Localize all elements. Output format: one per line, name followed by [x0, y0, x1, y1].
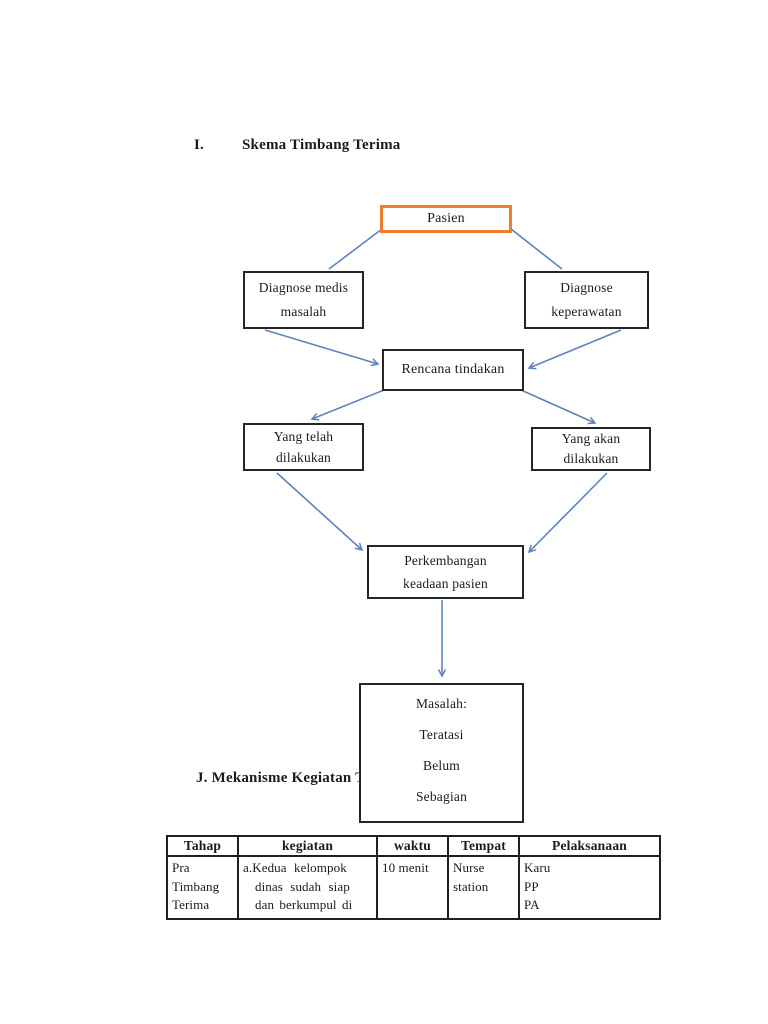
node-diagnose-medis: Diagnose medis masalah	[243, 271, 364, 329]
col-header-tempat: Tempat	[447, 835, 520, 857]
cell-tempat: Nurse station	[447, 855, 520, 920]
node-rencana-tindakan: Rencana tindakan	[382, 349, 524, 391]
col-header-kegiatan: kegiatan	[237, 835, 378, 857]
arrow-keperawatan-to-rencana	[527, 329, 622, 370]
section-heading-i: I. Skema Timbang Terima	[194, 137, 400, 154]
node-diagnose-keperawatan: Diagnose keperawatan	[524, 271, 649, 329]
cell-line: Timbang	[172, 878, 220, 894]
col-header-tahap: Tahap	[166, 835, 239, 857]
arrow-rencana-to-yang-telah	[310, 389, 385, 421]
mechanism-table: Tahap kegiatan waktu Tempat Pelaksanaan …	[166, 835, 661, 920]
cell-line: Terima	[172, 897, 210, 912]
masalah-line: Teratasi	[419, 727, 464, 742]
col-header-waktu: waktu	[376, 835, 449, 857]
node-label-line: keadaan pasien	[403, 576, 488, 591]
arrow-rencana-to-yang-akan	[520, 389, 597, 425]
node-label-line: Diagnose medis	[258, 280, 349, 295]
cell-waktu: 10 menit	[376, 855, 449, 920]
cell-tahap: Pra Timbang Terima	[166, 855, 239, 920]
col-header-pelaksanaan: Pelaksanaan	[518, 835, 661, 857]
node-perkembangan-keadaan-pasien: Perkembangan keadaan pasien	[367, 545, 524, 599]
node-label-line: Perkembangan	[404, 553, 487, 568]
node-yang-telah-dilakukan: Yang telah dilakukan	[243, 423, 364, 471]
node-yang-akan-dilakukan: Yang akan dilakukan	[531, 427, 651, 471]
node-label-line: Yang akan	[561, 431, 621, 446]
node-label-line: dilakukan	[275, 450, 332, 465]
cell-line: PA	[524, 897, 540, 912]
section-heading-j: J. Mekanisme Kegiatan T	[196, 770, 366, 786]
node-label-line: Yang telah	[273, 429, 334, 444]
cell-line: PP	[524, 878, 539, 894]
masalah-line: Belum	[423, 758, 460, 773]
cell-line: dinas sudah siap	[255, 878, 350, 894]
node-masalah: Masalah: Teratasi Belum Sebagian	[359, 683, 524, 823]
cell-line: Pra	[172, 860, 190, 875]
cell-line: a.Kedua kelompok	[243, 860, 347, 875]
line-pasien-to-diagnose-keperawatan	[510, 228, 563, 270]
masalah-line: Sebagian	[415, 789, 468, 804]
node-label-line: Diagnose	[560, 280, 613, 295]
table-header-row: Tahap kegiatan waktu Tempat Pelaksanaan	[166, 835, 661, 857]
node-pasien-label: Pasien	[427, 211, 465, 226]
cell-pelaksanaan: Karu PP PA	[518, 855, 661, 920]
table-row: Pra Timbang Terima a.Kedua kelompok dina…	[166, 855, 661, 920]
cell-line: Karu	[524, 860, 551, 875]
node-label-line: dilakukan	[563, 451, 619, 466]
cell-line: Nurse	[453, 860, 485, 875]
section-i-title: Skema Timbang Terima	[242, 137, 401, 153]
section-i-numeral: I.	[194, 137, 204, 153]
line-pasien-to-diagnose-medis	[328, 228, 383, 270]
node-label-line: keperawatan	[551, 304, 622, 319]
node-pasien: Pasien	[380, 205, 512, 233]
node-rencana-label: Rencana tindakan	[401, 362, 505, 377]
arrow-medis-to-rencana	[264, 329, 380, 367]
arrow-yang-telah-to-perkembangan	[276, 472, 364, 552]
arrow-yang-akan-to-perkembangan	[527, 472, 608, 554]
cell-line: station	[453, 878, 489, 894]
cell-line: dan berkumpul di	[255, 897, 353, 912]
masalah-line: Masalah:	[415, 696, 468, 711]
cell-kegiatan: a.Kedua kelompok dinas sudah siap dan be…	[237, 855, 378, 920]
node-label-line: masalah	[280, 304, 327, 319]
cell-line: 10 menit	[382, 860, 429, 875]
